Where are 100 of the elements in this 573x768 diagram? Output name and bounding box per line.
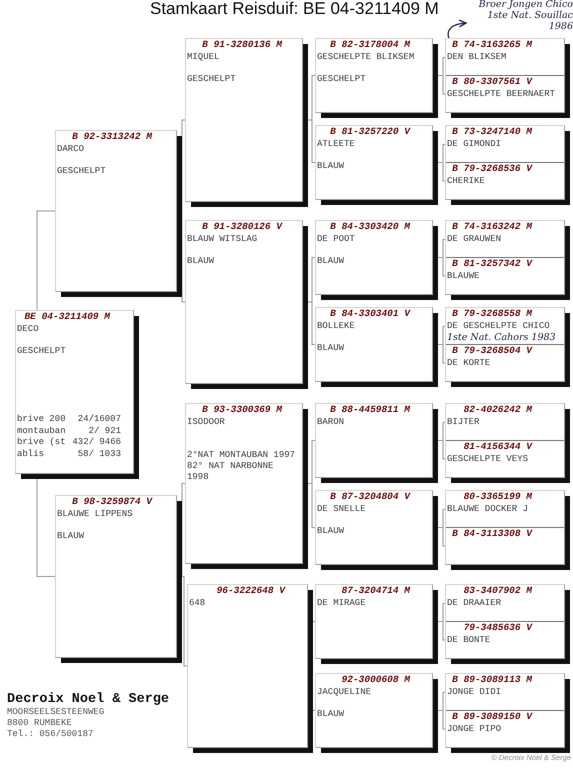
pedigree-card (185, 220, 308, 389)
result-cell: brive 200 (17, 414, 66, 424)
pigeon-name: MIQUEL (187, 52, 220, 63)
pigeon-name: BLAUWE (447, 271, 480, 282)
handwritten-note: 1ste Nat. Souillac (487, 11, 573, 21)
ring-number: B 74-3163265 M (452, 39, 532, 50)
detail-text: BLAUW (317, 709, 344, 720)
pedigree-card (315, 673, 438, 753)
ring-number: B 73-3247140 M (452, 126, 532, 137)
pedigree-connector-line (182, 483, 186, 577)
pigeon-name: BLAUWE DOCKER J (447, 504, 528, 515)
ring-number: B 79-3268536 V (452, 163, 532, 174)
ring-number: B 92-3313242 M (72, 131, 152, 142)
detail-text: BLAUW (317, 161, 344, 172)
pigeon-name: DECO (17, 324, 39, 335)
result-cell: montauban (17, 426, 66, 436)
pedigree-connector-line (438, 162, 446, 182)
result-cell: 432/ 9466 (72, 437, 121, 448)
detail-text: BLAUW (317, 526, 344, 537)
pedigree-connector-line (182, 576, 188, 666)
pigeon-name: DEN BLIKSEM (447, 52, 506, 63)
pedigree-connector-line (438, 710, 446, 730)
pedigree-entry (446, 585, 564, 622)
pigeon-name: ATLEETE (317, 139, 355, 150)
pedigree-card-frame (445, 584, 570, 664)
ring-number: B 84-3303401 V (330, 308, 410, 319)
ring-number: B 91-3280126 V (202, 221, 282, 232)
ring-number: B 81-3257342 V (452, 258, 532, 269)
handwritten-note: Broer Jongen Chico (478, 0, 573, 10)
pedigree-entry (446, 221, 564, 258)
ring-number: B 79-3268504 V (452, 345, 532, 356)
pedigree-card-frame (445, 673, 570, 753)
handwritten-note: 1986 (548, 22, 573, 32)
pigeon-name: DE KORTE (447, 358, 490, 369)
pigeon-name: GESCHELPTE BLIKSEM (317, 52, 414, 63)
detail-text: BLAUW (57, 531, 84, 542)
pedigree-card (55, 130, 182, 297)
pigeon-name: DE BONTE (447, 635, 490, 646)
pedigree-entry (446, 308, 564, 345)
address-line: 8800 RUMBEKE (7, 718, 72, 729)
result-cell: brive (st (17, 437, 66, 448)
ring-number: B 84-3303420 M (330, 221, 410, 232)
pedigree-card (185, 38, 308, 207)
pedigree-card (187, 584, 313, 753)
pigeon-name: BIJTER (447, 417, 480, 428)
pedigree-card (315, 584, 438, 664)
address-line: MOORSEELSESTEENWEG (7, 707, 104, 718)
pedigree-card (315, 403, 438, 483)
pedigree-card (15, 310, 139, 479)
ring-number: B 88-4459811 M (330, 404, 410, 415)
ring-number: B 87-3204804 V (330, 491, 410, 502)
ring-number: B 79-3268558 M (452, 308, 532, 319)
pedigree-card-frame (445, 490, 570, 570)
pedigree-connector-line (438, 440, 446, 460)
ring-number: B 84-3113308 V (452, 528, 532, 539)
pigeon-name: DARCO (57, 144, 84, 155)
address-line: Tel.: 056/500187 (7, 729, 94, 740)
pedigree-card (315, 38, 438, 118)
pedigree-entry (446, 491, 564, 528)
ring-number: BE 04-3211409 M (24, 311, 110, 322)
pigeon-name: BOLLEKE (317, 321, 355, 332)
ring-number: B 89-3089113 M (452, 674, 532, 685)
handwritten-note: 1ste Nat. Cahors 1983 (447, 333, 556, 343)
pigeon-name: DE SNELLE (317, 504, 366, 515)
ring-number: B 98-3259874 V (72, 496, 152, 507)
ring-number: B 93-3300369 M (202, 404, 282, 415)
pedigree-card (315, 220, 438, 300)
pedigree-card (315, 490, 438, 570)
breeder-name: Decroix Noel & Serge (7, 692, 170, 707)
pedigree-connector-line (308, 120, 316, 163)
ring-number: B 91-3280136 M (202, 39, 282, 50)
pigeon-name: JONGE PIPO (447, 724, 502, 735)
pedigree-entry (446, 126, 564, 163)
pigeon-name: DE POOT (317, 234, 355, 245)
pedigree-connector-line (438, 257, 446, 276)
detail-text: 2°NAT MONTAUBAN 1997 82° NAT NARBONNE 1998 (187, 450, 296, 483)
ring-number: 87-3204714 M (342, 585, 410, 596)
ring-number: B 82-3178004 M (330, 39, 410, 50)
pedigree-connector-line (438, 621, 446, 640)
result-cell: ablis (17, 448, 44, 459)
result-cell: 2/ 921 (88, 426, 121, 436)
detail-text: BLAUW (187, 256, 214, 267)
pedigree-card-frame (445, 403, 570, 483)
pedigree-connector-line (36, 210, 56, 310)
pigeon-name: JONGE DIDI (447, 687, 502, 698)
pedigree-card (315, 125, 438, 205)
detail-text: GESCHELPT (17, 346, 66, 357)
pigeon-name: BARON (317, 417, 344, 428)
pedigree-card-frame (445, 38, 570, 118)
pigeon-name: CHERIKE (447, 176, 485, 187)
ring-number: 92-3000608 M (342, 674, 410, 685)
detail-text: GESCHELPT (187, 74, 236, 85)
ring-number: B 89-3089150 V (452, 711, 532, 722)
pigeon-name: GESCHELPTE BEERNAERT (447, 89, 556, 100)
pedigree-connector-line (438, 344, 446, 364)
pigeon-name: BLAUWE LIPPENS (57, 509, 133, 520)
pigeon-name: GESCHELPTE VEYS (447, 454, 528, 465)
ring-number: B 81-3257220 V (330, 126, 410, 137)
pedigree-entry (446, 674, 564, 711)
pedigree-connector-line (182, 210, 186, 302)
